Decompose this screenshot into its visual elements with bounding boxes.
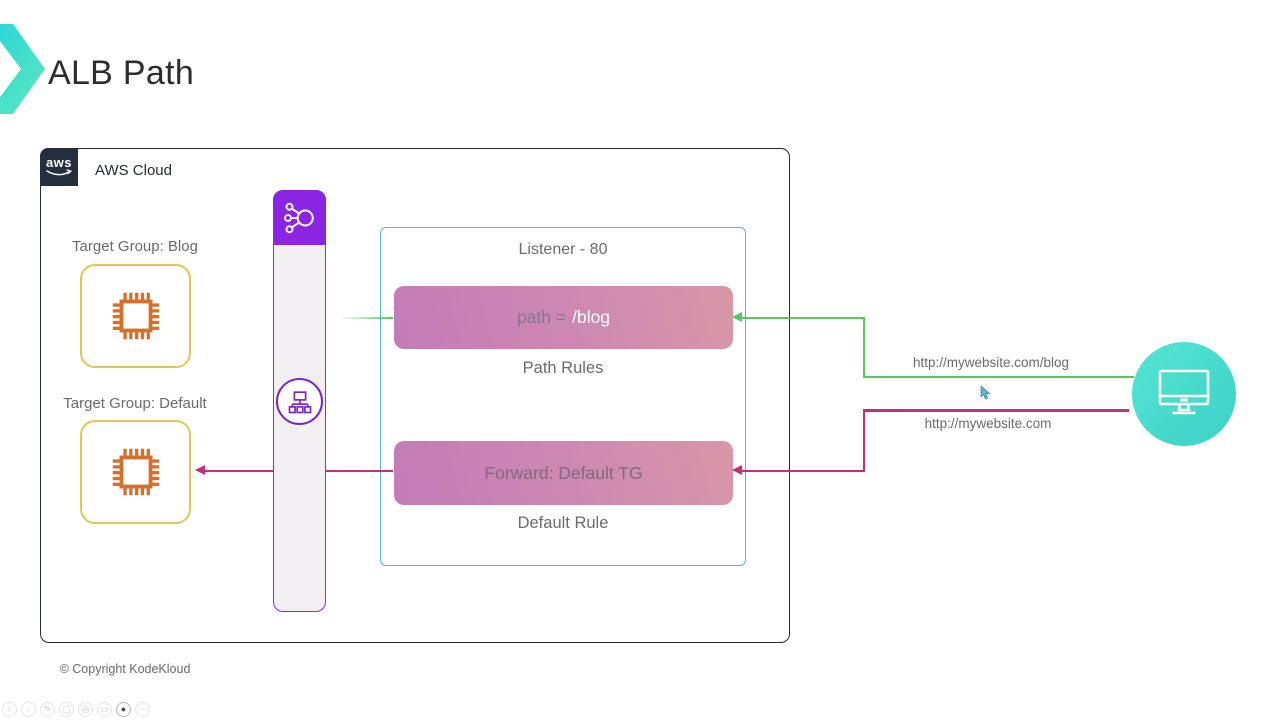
aws-cloud-label: AWS Cloud <box>95 162 172 179</box>
listener-node-circle <box>276 378 323 425</box>
path-rule-box: path = /blog <box>394 286 733 349</box>
default-request-url: http://mywebsite.com <box>924 416 1052 431</box>
chip-icon <box>112 448 159 496</box>
magenta-line-h1 <box>862 409 1129 412</box>
sitemap-icon <box>288 390 311 413</box>
magenta-arrowhead-tg <box>195 465 205 476</box>
camera-button[interactable]: ● <box>116 702 131 717</box>
magenta-arrowhead-listener <box>732 465 742 476</box>
blog-request-url: http://mywebsite.com/blog <box>912 355 1070 370</box>
copyright-text: © Copyright KodeKloud <box>59 662 191 676</box>
listener-title: Listener - 80 <box>518 241 608 258</box>
aws-logo-text: aws <box>45 154 73 170</box>
mouse-cursor-icon <box>980 386 991 400</box>
apps-button[interactable]: ▢ <box>59 702 74 717</box>
green-line-h2 <box>862 375 1134 379</box>
green-line-v <box>862 316 866 378</box>
aws-smile-icon <box>46 168 72 175</box>
path-rules-caption: Path Rules <box>522 359 604 377</box>
next-button[interactable]: › <box>21 702 36 717</box>
load-balancer-header <box>273 190 326 245</box>
monitor-icon <box>1158 369 1210 415</box>
display-button[interactable]: ▭ <box>97 702 112 717</box>
default-rule-caption: Default Rule <box>517 514 609 532</box>
magenta-line-h2 <box>741 469 865 473</box>
target-group-blog-box <box>80 264 191 368</box>
client-circle <box>1132 342 1236 446</box>
green-line-h1 <box>741 316 865 320</box>
presentation-toolbar: ‹ › ✎ ▢ ◎ ▭ ● ⋯ <box>2 702 150 717</box>
previous-button[interactable]: ‹ <box>2 702 17 717</box>
magenta-line-v <box>862 409 866 471</box>
target-group-default-label: Target Group: Default <box>63 395 207 412</box>
zoom-button[interactable]: ◎ <box>78 702 93 717</box>
green-fade-segment <box>340 316 393 320</box>
path-rule-value: /blog <box>572 307 611 327</box>
path-rule-prefix: path = <box>516 307 567 327</box>
target-group-default-box <box>80 420 191 524</box>
more-button[interactable]: ⋯ <box>135 702 150 717</box>
listener-box: Listener - 80 path = /blog Path Rules Fo… <box>380 227 746 566</box>
aws-logo: aws <box>40 148 78 186</box>
elastic-load-balancer-icon <box>283 202 314 233</box>
kodekloud-logo-icon <box>0 24 45 114</box>
pen-button[interactable]: ✎ <box>40 702 55 717</box>
target-group-blog-label: Target Group: Blog <box>72 238 198 255</box>
page-title: ALB Path <box>48 54 195 92</box>
default-rule-box: Forward: Default TG <box>394 441 733 505</box>
green-arrowhead <box>732 312 742 323</box>
chip-icon <box>112 292 159 340</box>
